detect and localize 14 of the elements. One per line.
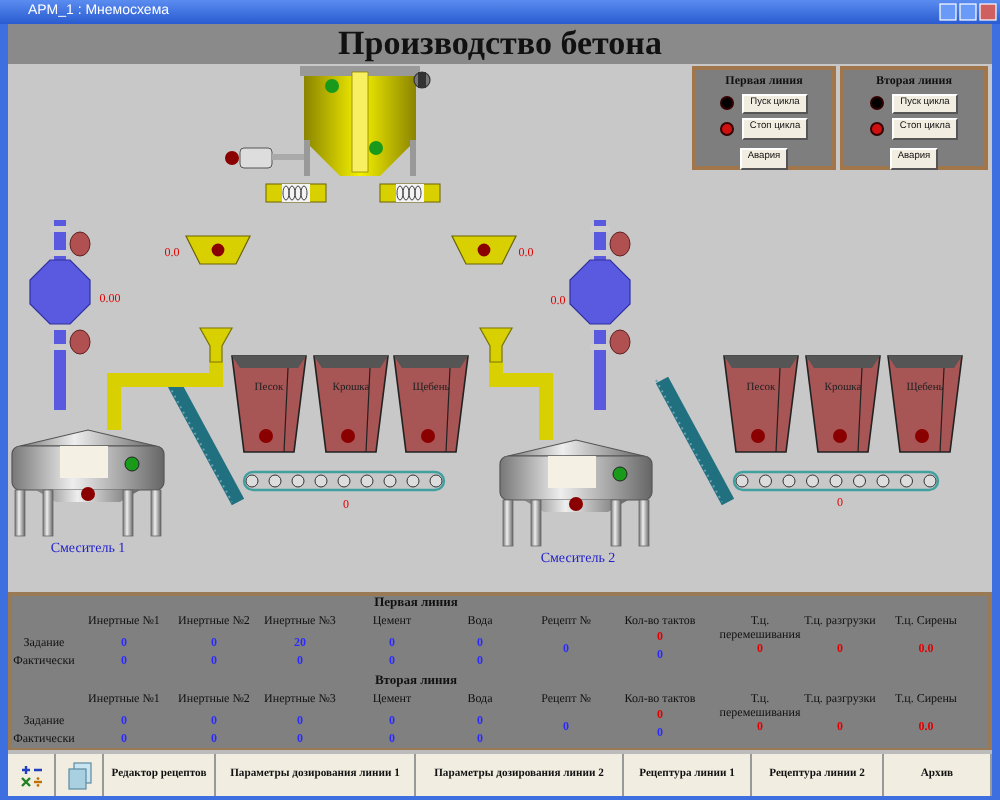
material-bin bbox=[232, 356, 306, 452]
pipe bbox=[107, 362, 223, 430]
control-panel bbox=[840, 66, 988, 170]
dosing-funnel bbox=[200, 328, 232, 362]
mixer-tank bbox=[8, 430, 168, 538]
control-panel bbox=[692, 66, 836, 170]
page-title: Производство бетона bbox=[338, 24, 662, 64]
material-bin bbox=[394, 356, 468, 452]
material-bin bbox=[806, 356, 880, 452]
material-bin bbox=[724, 356, 798, 452]
dosing-funnel bbox=[480, 328, 512, 362]
mixer-tank bbox=[496, 440, 656, 548]
material-bin bbox=[888, 356, 962, 452]
material-bin bbox=[314, 356, 388, 452]
